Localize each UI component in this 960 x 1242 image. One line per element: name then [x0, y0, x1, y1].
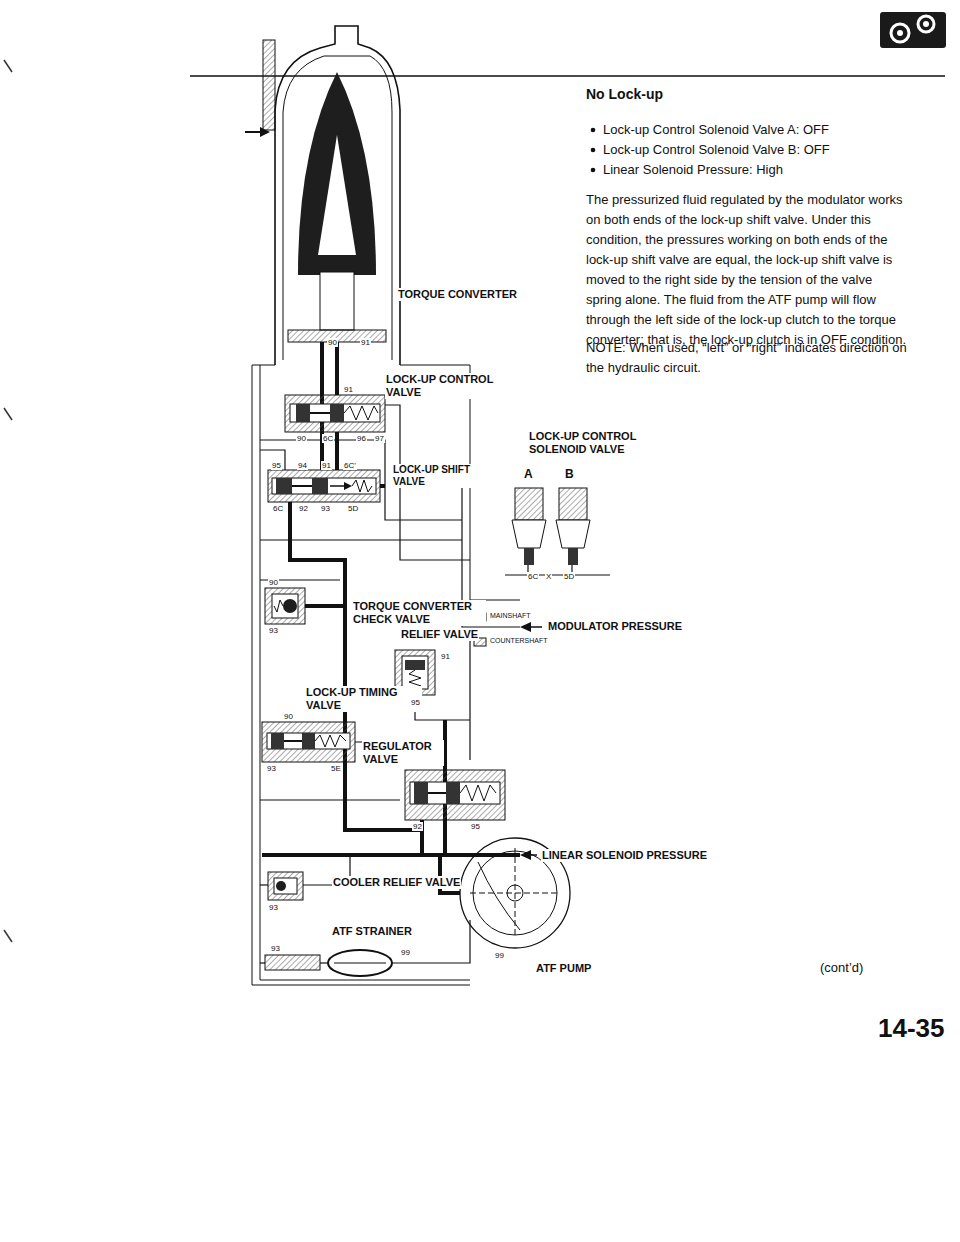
callout-number: X [545, 572, 552, 581]
callout-number: 99 [400, 948, 411, 957]
callout-number: 92 [412, 822, 423, 831]
part-label: RELIEF VALVE [400, 628, 479, 641]
lock-up-control-valve [285, 395, 385, 432]
callout-number: 90 [327, 338, 338, 347]
callout-number: 95 [410, 698, 421, 707]
part-label: REGULATOR VALVE [362, 740, 444, 766]
callout-number: 6C [527, 572, 539, 581]
callout-number: 91 [321, 461, 332, 470]
body-text: The pressurized fluid regulated by the m… [586, 190, 911, 350]
callout-number: 93 [268, 626, 279, 635]
callout-number: 97 [374, 434, 385, 443]
supply-arrows [520, 622, 542, 860]
callout-number: 93 [270, 944, 281, 953]
callout-number: 99 [494, 951, 505, 960]
valve-body-outline [252, 365, 470, 985]
note-text: NOTE: When used, “left” or “right” indic… [586, 338, 911, 378]
bullet-dots [591, 128, 596, 173]
torque-converter [245, 26, 400, 365]
regulator-valve [405, 770, 505, 820]
callout-number: 92 [298, 504, 309, 513]
part-label: LOCK-UP CONTROL SOLENOID VALVE [528, 430, 655, 456]
status-line: Lock-up Control Solenoid Valve B: OFF [603, 140, 830, 160]
fluid-passages [260, 405, 610, 963]
pressure-label: LINEAR SOLENOID PRESSURE [541, 849, 708, 862]
part-label: TORQUE CONVERTER [397, 288, 518, 301]
part-label: COOLER RELIEF VALVE [332, 876, 461, 889]
section-logo [880, 12, 946, 48]
lock-up-shift-valve [268, 470, 380, 502]
page-number: 14-35 [878, 1013, 945, 1043]
shaft-label: MAINSHAFT [489, 612, 531, 620]
atf-strainer [265, 950, 392, 976]
solenoid-valve-b [556, 488, 590, 565]
callout-number: 90 [283, 712, 294, 721]
header-rule [190, 75, 945, 77]
part-label: ATF STRAINER [331, 925, 413, 938]
check-valve [265, 588, 305, 624]
status-line: Linear Solenoid Pressure: High [603, 160, 783, 180]
callout-number: 94 [297, 461, 308, 470]
solenoid-letter: A [523, 468, 534, 481]
callout-number: 91 [440, 652, 451, 661]
part-label: LOCK-UP SHIFT VALVE [392, 464, 480, 488]
callout-number: 5E [330, 764, 342, 773]
margin-marks [4, 60, 12, 942]
continued-note: (cont’d) [820, 958, 863, 978]
pressure-label: MODULATOR PRESSURE [547, 620, 683, 633]
status-line: Lock-up Control Solenoid Valve A: OFF [603, 120, 829, 140]
shaft-label: COUNTERSHAFT [489, 637, 549, 645]
callout-number: 93 [320, 504, 331, 513]
part-label: LOCK-UP TIMING VALVE [305, 686, 422, 712]
part-label: TORQUE CONVERTER CHECK VALVE [352, 600, 486, 626]
callout-number: 5D [563, 572, 575, 581]
callout-number: 6C' [343, 461, 357, 470]
callout-number: 6C [272, 504, 284, 513]
pressurized-passages [262, 342, 520, 893]
cooler-relief-valve [268, 872, 303, 900]
callout-number: 95 [271, 461, 282, 470]
part-label: LOCK-UP CONTROL VALVE [385, 373, 512, 399]
callout-number: 96 [356, 434, 367, 443]
section-heading: No Lock-up [586, 86, 663, 102]
part-label: ATF PUMP [535, 962, 592, 975]
callout-number: 95 [470, 822, 481, 831]
callout-number: 93 [266, 764, 277, 773]
callout-number: 5D [347, 504, 359, 513]
callout-number: 91 [343, 385, 354, 394]
callout-number: 90 [296, 434, 307, 443]
lock-up-timing-valve [262, 722, 355, 762]
callout-number: 93 [268, 903, 279, 912]
callout-number: 91 [360, 338, 371, 347]
callout-number: 90 [268, 578, 279, 587]
callout-number: 6C [322, 434, 334, 443]
solenoid-valve-a [512, 488, 546, 565]
solenoid-letter: B [564, 468, 575, 481]
